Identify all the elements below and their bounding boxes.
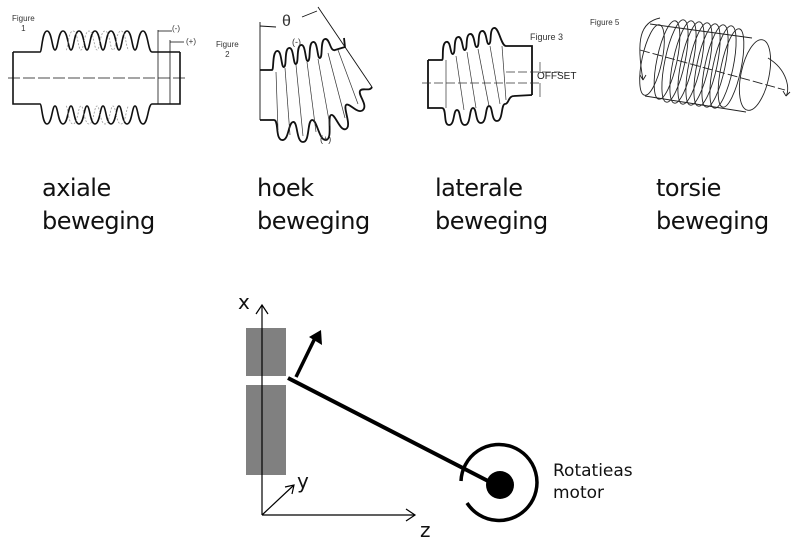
lateral-bellows-drawing [422,27,560,126]
rotation-arc [459,442,539,523]
figure-2-label-word: Figure [216,40,239,49]
motor-label: Rotatieas motor [553,460,633,504]
motion-arrow [294,335,318,378]
z-axis-label: z [420,518,431,542]
figure-1-minus-mark: (-) [172,24,180,33]
figure-2-label-number: 2 [225,50,230,59]
figure-5-label: Figure 5 [590,18,620,27]
caption-angular-line2: beweging [257,207,370,235]
theta-mark: θ [282,13,291,30]
offset-mark: OFFSET [537,71,577,82]
figure-2-label: Figure 2 [216,40,239,60]
y-axis-label: y [297,469,309,493]
figure-1-label-number: 1 [21,24,26,33]
motion-arrowhead [309,330,322,345]
lower-block [246,385,286,475]
y-axis [261,484,295,516]
figure-2-plus-mark: (+) [320,134,332,144]
angular-bellows-drawing [259,6,373,143]
motor-label-line1: Rotatieas [553,461,633,481]
caption-lateral-line1: laterale [435,174,523,202]
caption-torsion: torsie beweging [656,172,769,238]
caption-axial-line1: axiale [42,174,111,202]
motor-shaft [486,471,514,499]
figure-1-plus-mark: (+) [186,37,196,46]
x-axis-label: x [238,290,250,314]
caption-angular-line1: hoek [257,174,314,202]
caption-lateral: laterale beweging [435,172,548,238]
caption-angular: hoek beweging [257,172,370,238]
caption-torsion-line2: beweging [656,207,769,235]
figure-1-label-word: Figure [12,14,35,23]
figure-2-minus-mark: (-) [292,37,301,47]
connecting-rod [287,376,491,484]
caption-lateral-line2: beweging [435,207,548,235]
caption-axial: axiale beweging [42,172,155,238]
caption-torsion-line1: torsie [656,174,721,202]
caption-axial-line2: beweging [42,207,155,235]
motor-label-line2: motor [553,483,605,503]
torsion-bellows-drawing [639,17,791,113]
axial-bellows-drawing [8,30,186,125]
figure-3-label: Figure 3 [530,32,564,42]
upper-block [246,328,286,376]
figure-1-label: Figure 1 [12,14,35,34]
